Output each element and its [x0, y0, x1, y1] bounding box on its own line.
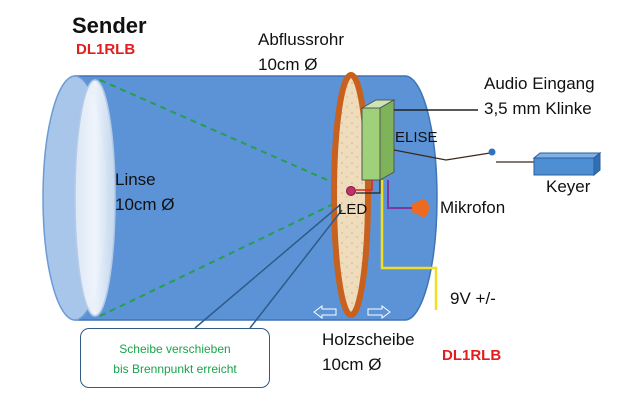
callout-line-1	[194, 204, 341, 329]
slide-arrow-right	[367, 305, 391, 319]
mic-head	[417, 199, 429, 217]
keyer-box-top	[532, 152, 602, 159]
power-label: 9V +/-	[450, 289, 496, 308]
callsign-bottom: DL1RLB	[442, 347, 502, 364]
pipe-label-1: Abflussrohr	[258, 30, 344, 49]
disc-label-2: 10cm Ø	[322, 355, 382, 374]
audio-label-1: Audio Eingang	[484, 74, 595, 93]
keyer-label: Keyer	[546, 177, 591, 196]
mic-label: Mikrofon	[440, 198, 506, 217]
led-shape	[346, 186, 356, 196]
pipe-label-2: 10cm Ø	[258, 55, 318, 74]
led-wire-black	[356, 180, 381, 194]
elise-label: ELISE	[395, 129, 438, 146]
lens-shape	[74, 79, 116, 317]
callout-line-2	[249, 209, 343, 329]
power-wire	[380, 180, 438, 310]
lens-label-2: 10cm Ø	[115, 195, 175, 214]
keyer-switch	[393, 149, 491, 161]
audio-label-2: 3,5 mm Klinke	[484, 99, 592, 118]
switch-contact	[488, 148, 496, 156]
disc-label-1: Holzscheibe	[322, 330, 415, 349]
note-line-2: bis Brennpunkt erreicht	[113, 362, 237, 376]
note-line-1: Scheibe verschieben	[119, 342, 231, 356]
callsign-top: DL1RLB	[76, 41, 136, 58]
slide-arrow-left	[313, 305, 337, 319]
led-label: LED	[338, 201, 368, 218]
elise-box-front	[361, 107, 381, 181]
focus-note: Scheibe verschieben bis Brennpunkt errei…	[80, 328, 270, 388]
led-wire-red	[356, 180, 373, 191]
mic-wire	[387, 180, 412, 209]
lens-label-1: Linse	[115, 170, 156, 189]
elise-box-side	[379, 99, 395, 181]
beam-upper	[99, 79, 351, 191]
beam-lower	[99, 195, 351, 317]
keyer-box-front	[533, 157, 595, 176]
title: Sender	[72, 13, 147, 38]
